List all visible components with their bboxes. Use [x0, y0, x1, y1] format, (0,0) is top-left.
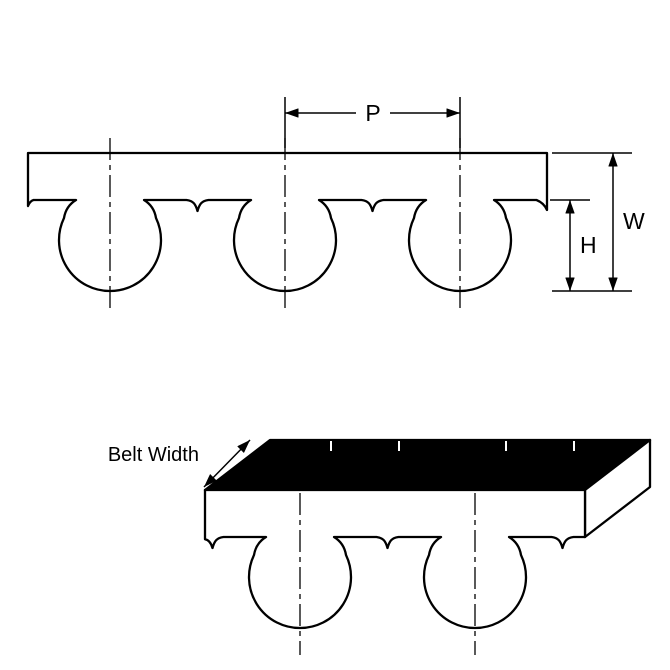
belt-width-arrow [203, 439, 251, 488]
belt-profile-cross-section [26, 151, 549, 293]
belt-top-surface [203, 438, 652, 492]
belt-front-profile [203, 488, 587, 630]
cross-section-view: P W H [26, 97, 645, 312]
perspective-view: Belt Width [108, 438, 652, 655]
pitch-label: P [365, 100, 380, 126]
belt-width-label: Belt Width [108, 444, 199, 466]
height-label: H [580, 232, 597, 258]
width-label: W [623, 208, 645, 234]
